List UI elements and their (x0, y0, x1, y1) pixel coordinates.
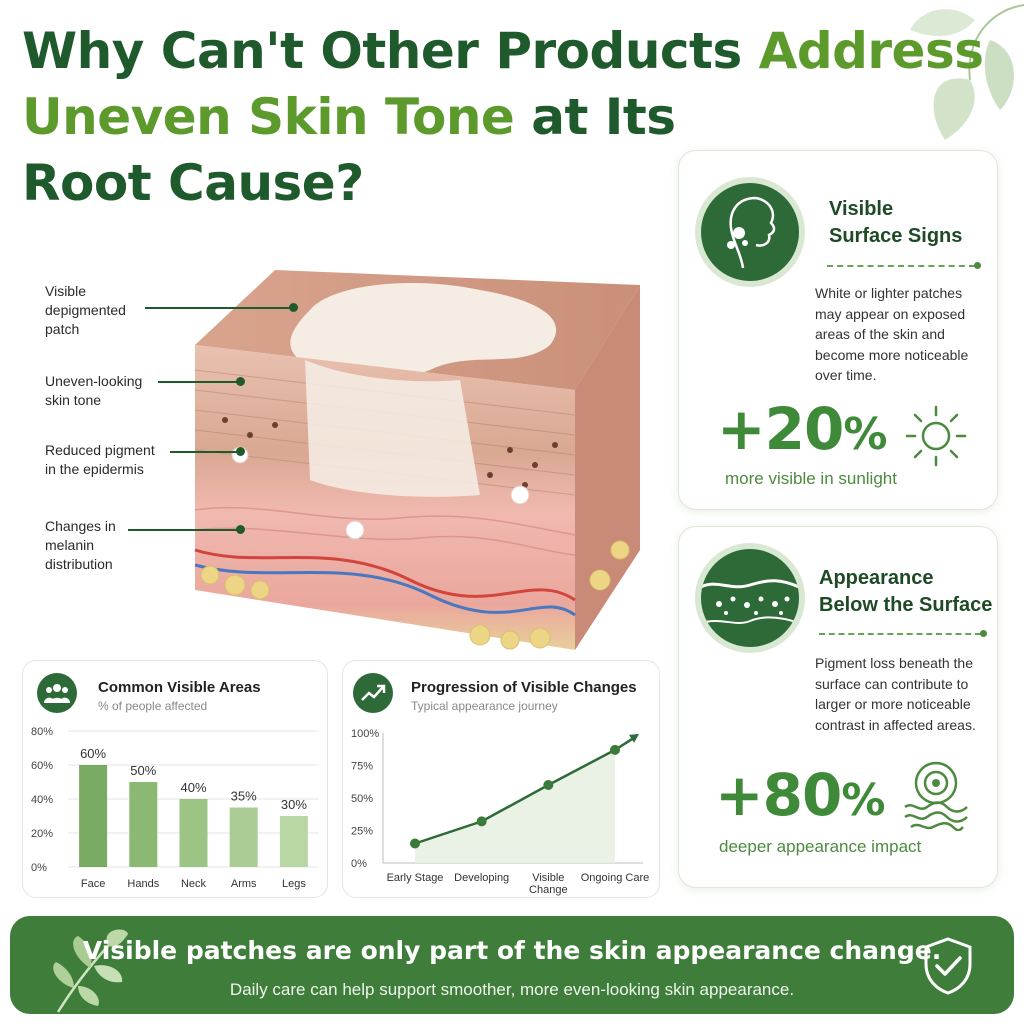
page-title: Why Can't Other Products Address Uneven … (22, 22, 984, 212)
y-tick-label: 75% (351, 761, 373, 773)
y-tick-label: 0% (31, 862, 47, 874)
x-tick-label: Face (81, 878, 105, 890)
stat-caption: more visible in sunlight (725, 469, 897, 488)
face-profile-icon (695, 177, 805, 287)
bar-value-label: 50% (130, 763, 156, 778)
x-tick-label: Hands (127, 878, 159, 890)
data-point (476, 816, 487, 827)
skin-layers-icon (695, 543, 805, 653)
data-point (543, 780, 554, 790)
x-tick-label: Arms (231, 878, 257, 890)
y-tick-label: 100% (351, 728, 379, 740)
y-tick-label: 80% (31, 726, 53, 738)
x-tick-label: Change (529, 884, 568, 896)
trend-up-icon (353, 673, 393, 713)
line-chart: 0% 25% 50% 75% 100% Early Stage Developing Visi… (351, 728, 650, 896)
callout-line (170, 451, 238, 453)
y-tick-label: 25% (351, 826, 373, 838)
banner-title: Visible patches are only part of the ski… (82, 936, 942, 965)
y-tick-label: 20% (31, 828, 53, 840)
y-tick-label: 50% (351, 793, 373, 805)
x-tick-label: Neck (181, 878, 207, 890)
y-tick-label: 40% (31, 794, 53, 806)
x-tick-label: Ongoing Care (581, 872, 650, 884)
area-fill (415, 749, 615, 863)
series-line (414, 748, 616, 845)
callout-line (128, 529, 238, 531)
callout-dot (236, 525, 245, 534)
bar-value-label: 30% (281, 797, 307, 812)
callout-line (158, 381, 238, 383)
divider-dot (974, 262, 981, 269)
bar-value-label: 40% (180, 780, 206, 795)
callout-dot (236, 377, 245, 386)
chart-title: Common Visible Areas (98, 679, 261, 696)
shield-check-icon (924, 937, 972, 995)
chart-title: Progression of Visible Changes (411, 679, 637, 696)
callout-dot (236, 447, 245, 456)
divider-dot (980, 630, 987, 637)
bar-value-label: 35% (231, 789, 257, 804)
y-tick-label: 60% (31, 760, 53, 772)
bar-value-label: 60% (80, 746, 106, 761)
background-leaves-icon (910, 4, 1024, 140)
divider (819, 633, 981, 635)
stat-caption: deeper appearance impact (719, 837, 922, 856)
bar (279, 816, 308, 867)
stat-value: +80% (715, 761, 885, 829)
bar (79, 765, 108, 867)
x-tick-label: Developing (454, 872, 509, 884)
skin-cross-section-illustration (194, 270, 640, 650)
bottom-banner: Visible patches are only part of the ski… (10, 916, 1014, 1014)
bar (129, 782, 158, 867)
bar-chart: 0% 20% 40% 60% 80% 60% Face 50% Hands 40% Neck 35% A… (31, 726, 319, 890)
depth-waves-icon (904, 761, 968, 831)
leaf-sprig-icon (53, 929, 128, 1013)
y-tick-label: 0% (351, 858, 367, 870)
data-point (410, 838, 420, 849)
callout-dot (289, 303, 298, 312)
chart-subtitle: Typical appearance journey (411, 699, 558, 713)
bar (179, 799, 208, 867)
chart-subtitle: % of people affected (98, 699, 208, 713)
x-tick-label: Legs (282, 878, 306, 890)
sun-icon (905, 405, 967, 467)
chart-card-progression: Progression of Visible Changes Typical a… (342, 660, 660, 898)
stat-value: +20% (717, 395, 887, 463)
divider (827, 265, 975, 267)
people-group-icon (37, 673, 77, 713)
callout-line (145, 307, 293, 309)
x-tick-label: Early Stage (387, 872, 444, 884)
x-tick-label: Visible (532, 872, 564, 884)
bar (229, 807, 258, 867)
trend-arrow-head (629, 733, 639, 743)
data-point (610, 744, 620, 755)
chart-card-common-areas: Common Visible Areas % of people affecte… (22, 660, 328, 898)
banner-subtitle: Daily care can help support smoother, mo… (229, 980, 795, 999)
